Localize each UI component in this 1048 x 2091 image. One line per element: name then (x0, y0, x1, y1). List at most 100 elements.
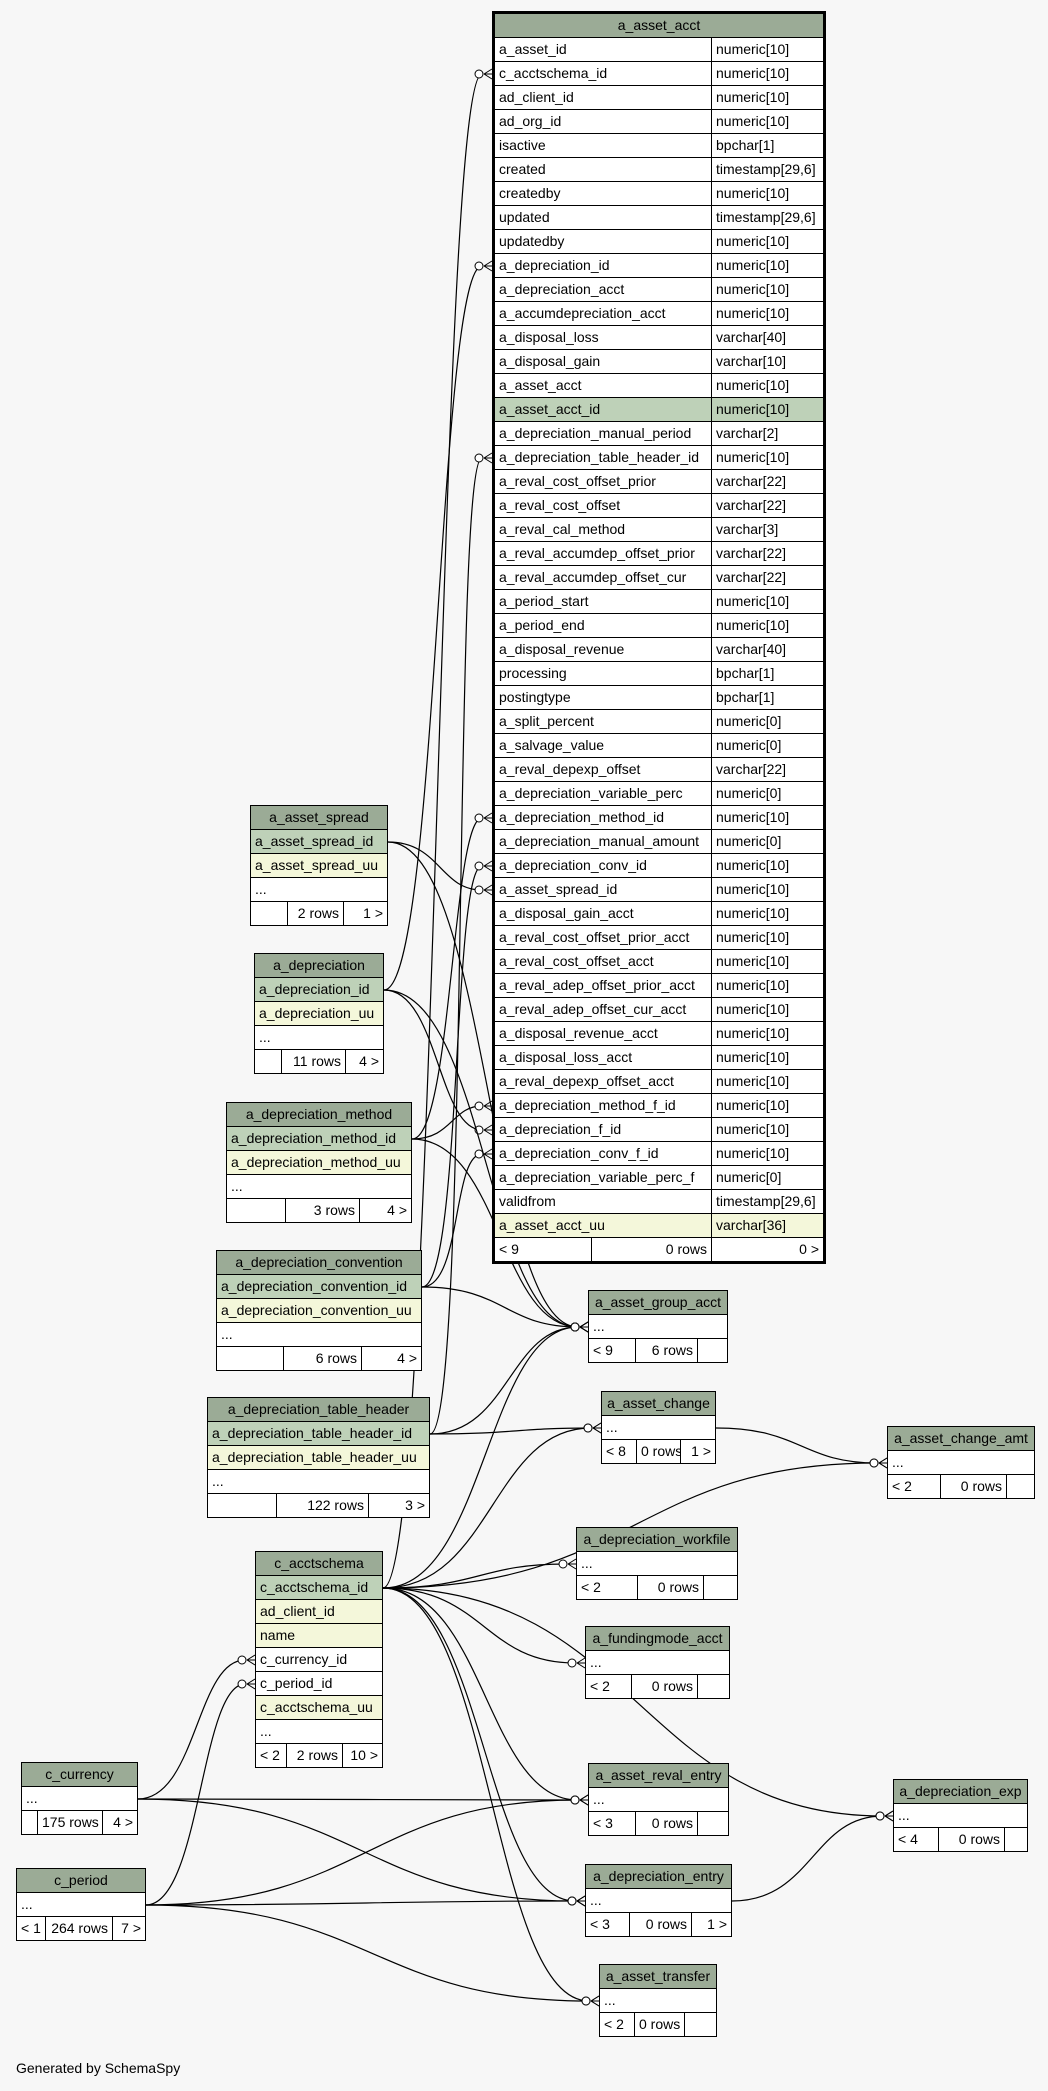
parents-count (22, 1811, 37, 1834)
parents-count[interactable]: < 3 (593, 1815, 613, 1831)
parents-count[interactable]: < 2 (260, 1747, 280, 1763)
column-name: c_currency_id (260, 1651, 348, 1667)
column-name: a_salvage_value (499, 737, 605, 753)
children-count[interactable]: 0 > (711, 1238, 823, 1261)
column-type: numeric[10] (711, 230, 823, 253)
column-type: bpchar[1] (711, 686, 823, 709)
children-count[interactable]: 1 > (680, 1440, 715, 1463)
parents-count[interactable]: < 9 (499, 1241, 519, 1257)
row-count: 0 rows (637, 1576, 703, 1599)
parents-count[interactable]: < 9 (593, 1342, 613, 1358)
parents-count[interactable]: < 8 (606, 1443, 626, 1459)
children-count[interactable]: 3 > (368, 1494, 429, 1517)
parents-count[interactable]: < 2 (581, 1579, 601, 1595)
edge-optional-marker (581, 1996, 591, 2006)
parents-count[interactable]: < 3 (590, 1916, 610, 1932)
children-count[interactable]: 4 > (361, 1347, 421, 1370)
row-count: 11 rows (281, 1050, 345, 1073)
column-type: varchar[10] (711, 350, 823, 373)
parents-count[interactable]: < 2 (892, 1478, 912, 1494)
column-type: bpchar[1] (711, 662, 823, 685)
table-header: a_asset_spread (251, 806, 387, 830)
parents-count[interactable]: < 2 (604, 2016, 624, 2032)
column-name: a_depreciation_acct (499, 281, 625, 297)
children-count[interactable]: 4 > (345, 1050, 383, 1073)
relationship-edge-9 (387, 841, 579, 1328)
parents-count[interactable]: < 2 (590, 1678, 610, 1694)
column-type: numeric[10] (711, 86, 823, 109)
column-name: ... (898, 1807, 910, 1823)
column-name: ... (604, 1992, 616, 2008)
children-count[interactable]: 4 > (102, 1811, 137, 1834)
column-row: c_period_id (256, 1672, 382, 1696)
children-count[interactable]: 4 > (359, 1199, 411, 1222)
column-type: varchar[3] (711, 518, 823, 541)
table-header: a_depreciation_entry (586, 1865, 731, 1889)
column-type: varchar[36] (711, 1214, 823, 1237)
children-count (1006, 1475, 1034, 1498)
column-type: timestamp[29,6] (711, 206, 823, 229)
children-count[interactable]: 1 > (691, 1913, 731, 1936)
column-name: c_acctschema_uu (260, 1699, 373, 1715)
column-name: updated (499, 209, 550, 225)
more-columns-row: ... (602, 1416, 715, 1440)
edge-many-marker (483, 452, 493, 464)
edge-optional-marker (474, 1149, 484, 1159)
column-name: a_depreciation_table_header_uu (212, 1449, 417, 1465)
relationship-edge-29 (145, 1799, 579, 1906)
edge-many-marker (590, 1995, 600, 2007)
table-footer: < 2 0 rows (577, 1576, 737, 1599)
more-columns-row: ... (22, 1787, 137, 1811)
column-type: numeric[10] (711, 398, 823, 421)
edge-many-marker (483, 1148, 493, 1160)
relationship-edge-32 (731, 1815, 884, 1902)
table-header: c_acctschema (256, 1552, 382, 1576)
table-header: a_asset_group_acct (589, 1291, 727, 1315)
column-type: numeric[10] (711, 614, 823, 637)
children-count (684, 2013, 716, 2036)
parents-count[interactable]: < 4 (898, 1831, 918, 1847)
column-name: a_depreciation_method_uu (231, 1154, 401, 1170)
parents-count[interactable]: < 1 (21, 1920, 41, 1936)
children-count[interactable]: 10 > (342, 1744, 382, 1767)
column-name: a_reval_accumdep_offset_cur (499, 569, 687, 585)
column-row: c_acctschema_uu (256, 1696, 382, 1720)
edge-optional-marker (567, 1896, 577, 1906)
more-columns-row: ... (217, 1323, 421, 1347)
column-name: ... (590, 1892, 602, 1908)
column-name: a_reval_adep_offset_cur_acct (499, 1001, 687, 1017)
column-type: numeric[10] (711, 1094, 823, 1117)
edge-many-marker (579, 1321, 589, 1333)
more-columns-row: ... (894, 1804, 1027, 1828)
edge-many-marker (579, 1794, 589, 1806)
column-type: varchar[22] (711, 470, 823, 493)
row-count: 2 rows (287, 902, 343, 925)
children-count[interactable]: 7 > (112, 1917, 145, 1940)
column-name: a_depreciation_convention_id (221, 1278, 408, 1294)
children-count[interactable]: 1 > (343, 902, 387, 925)
column-type: numeric[10] (711, 950, 823, 973)
parents-count (255, 1050, 281, 1073)
